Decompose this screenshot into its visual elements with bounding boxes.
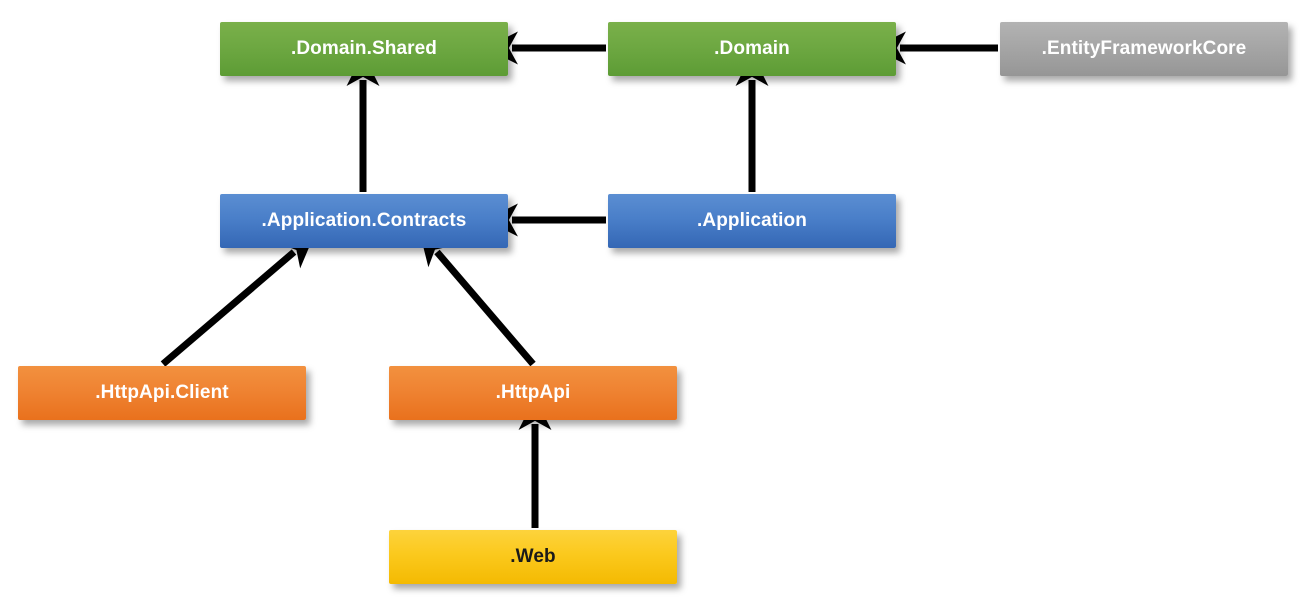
node-label-application: .Application — [697, 210, 807, 231]
node-httpapi-client[interactable]: .HttpApi.Client — [18, 366, 306, 420]
node-label-entity-framework-core: .EntityFrameworkCore — [1041, 38, 1247, 59]
node-label-httpapi: .HttpApi — [495, 382, 571, 403]
arrow-httpapi-client-to-application-contracts — [160, 234, 315, 367]
arrow-httpapi-to-application-contracts — [419, 231, 536, 367]
node-entity-framework-core[interactable]: .EntityFrameworkCore — [1000, 22, 1288, 76]
node-domain[interactable]: .Domain — [608, 22, 896, 76]
node-label-domain-shared: .Domain.Shared — [290, 38, 438, 59]
node-web[interactable]: .Web — [389, 530, 677, 584]
node-label-web: .Web — [510, 546, 556, 567]
node-application[interactable]: .Application — [608, 194, 896, 248]
node-application-contracts[interactable]: .Application.Contracts — [220, 194, 508, 248]
node-httpapi[interactable]: .HttpApi — [389, 366, 677, 420]
node-domain-shared[interactable]: .Domain.Shared — [220, 22, 508, 76]
node-label-httpapi-client: .HttpApi.Client — [95, 382, 229, 403]
node-label-application-contracts: .Application.Contracts — [261, 210, 467, 231]
node-label-domain: .Domain — [714, 38, 790, 59]
